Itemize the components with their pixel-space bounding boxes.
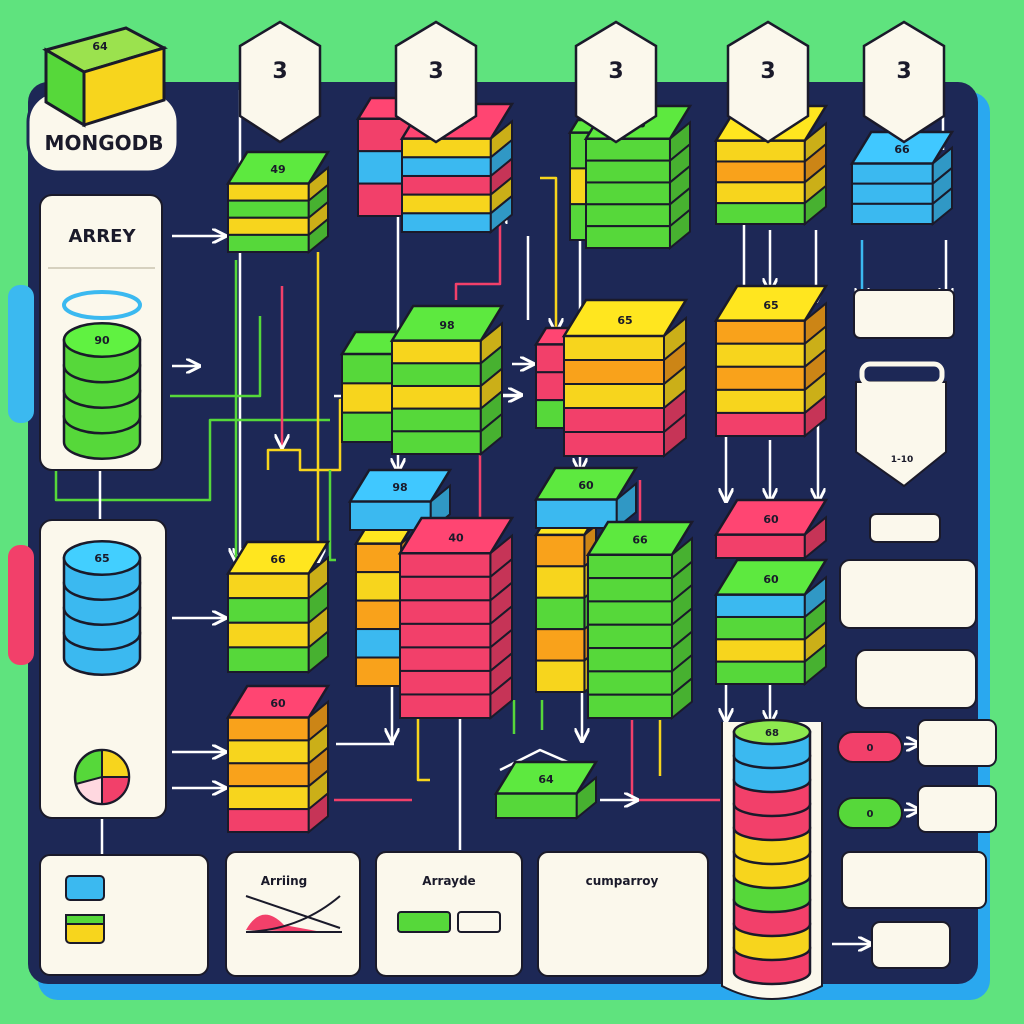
badge-2-label: 3 xyxy=(428,59,443,84)
cylinder-blue-label: 65 xyxy=(94,552,109,565)
cylinders: 90 65 xyxy=(62,290,142,676)
right-note-card-4 xyxy=(917,785,997,833)
logo-cube-label: 64 xyxy=(92,40,108,53)
stack-s8: 65 xyxy=(713,284,829,439)
stack-s9: 66 xyxy=(225,540,331,675)
right-pill-2: 0 xyxy=(837,797,903,829)
left-tab-pink xyxy=(8,545,34,665)
badge-4: 3 xyxy=(726,20,810,144)
stack-label-s12: 40 xyxy=(448,531,464,544)
stack-s10: 60 xyxy=(225,684,331,835)
stack-s17: 64 xyxy=(493,760,599,821)
stack-label-s15: 60 xyxy=(763,513,779,526)
stack-s3: 66 xyxy=(583,104,693,251)
mini-pie-chart xyxy=(73,748,131,806)
logo-text: MONGODB xyxy=(45,131,164,155)
mongodb-logo: 64 MONGODB xyxy=(26,26,180,174)
stack-label-s1: 49 xyxy=(270,163,285,176)
chart-card-title: Arriing xyxy=(261,874,307,888)
stack-label-s9: 66 xyxy=(270,553,286,566)
tall-cylinder-label: 68 xyxy=(765,728,779,739)
badge-1-label: 3 xyxy=(272,59,287,84)
left-tab-blue xyxy=(8,285,34,423)
bottom-card-comparison: cumparroy xyxy=(537,851,709,977)
right-pill-1: 0 xyxy=(837,731,903,763)
tall-cylinder: 68 xyxy=(732,718,812,986)
right-note-card-2 xyxy=(855,649,977,709)
stack-s6: 98 xyxy=(389,304,505,457)
stack-s12: 40 xyxy=(397,516,515,721)
stack-label-s16: 60 xyxy=(763,573,779,586)
badge-3: 3 xyxy=(574,20,658,144)
comparison-card-title: cumparroy xyxy=(586,874,659,888)
stack-label-s14: 66 xyxy=(632,534,648,547)
bottom-card-legend xyxy=(39,854,209,976)
right-tag-card: 1-10 xyxy=(855,361,947,488)
stack-label-s17: 64 xyxy=(538,773,554,786)
right-note-top xyxy=(853,289,955,339)
stack-label-s11: 98 xyxy=(392,481,407,494)
pill-2-label: 0 xyxy=(867,809,874,820)
tag-card-range: 1-10 xyxy=(891,455,914,465)
stack-label-s10: 60 xyxy=(270,697,286,710)
right-mini-note xyxy=(869,513,941,543)
legend-swatch-blue xyxy=(65,875,105,901)
column-badges: 3 3 3 3 3 xyxy=(238,20,946,144)
stack-s16: 60 xyxy=(713,558,829,687)
badge-4-label: 3 xyxy=(760,59,775,84)
badge-5-label: 3 xyxy=(896,59,911,84)
right-note-card-5 xyxy=(841,851,987,909)
badge-1: 3 xyxy=(238,20,322,144)
right-note-card-6 xyxy=(871,921,951,969)
stack-s15: 60 xyxy=(713,498,829,561)
stack-s1: 49 xyxy=(225,150,331,255)
stack-label-s13: 60 xyxy=(578,479,594,492)
cylinder-green-label: 90 xyxy=(94,334,110,347)
bottom-card-array: Arrayde xyxy=(375,851,523,977)
stack-s2: 65 xyxy=(399,102,515,235)
array-panel-title: ARREY xyxy=(69,226,137,247)
stack-s14: 66 xyxy=(585,520,695,721)
stack-label-s8: 65 xyxy=(763,299,778,312)
badge-5: 3 xyxy=(862,20,946,144)
array-cell-filled xyxy=(397,911,451,933)
pill-1-label: 0 xyxy=(867,743,874,754)
stack-s7: 65 xyxy=(561,298,689,459)
badge-2: 3 xyxy=(394,20,478,144)
bottom-card-chart: Arriing xyxy=(225,851,361,977)
cylinder-green: 90 xyxy=(62,322,142,460)
array-cell-empty xyxy=(457,911,501,933)
stack-s5: 66 xyxy=(849,130,955,227)
stack-s11: 98 xyxy=(347,468,453,533)
cylinder-blue: 65 xyxy=(62,540,142,676)
right-note-card-3 xyxy=(917,719,997,767)
array-card-title: Arrayde xyxy=(422,874,475,888)
right-note-card-1 xyxy=(839,559,977,629)
stack-label-s5: 66 xyxy=(894,143,910,156)
badge-3-label: 3 xyxy=(608,59,623,84)
stack-label-s7: 65 xyxy=(617,314,632,327)
stack-s13: 60 xyxy=(533,466,639,531)
stack-label-s6: 98 xyxy=(439,319,454,332)
